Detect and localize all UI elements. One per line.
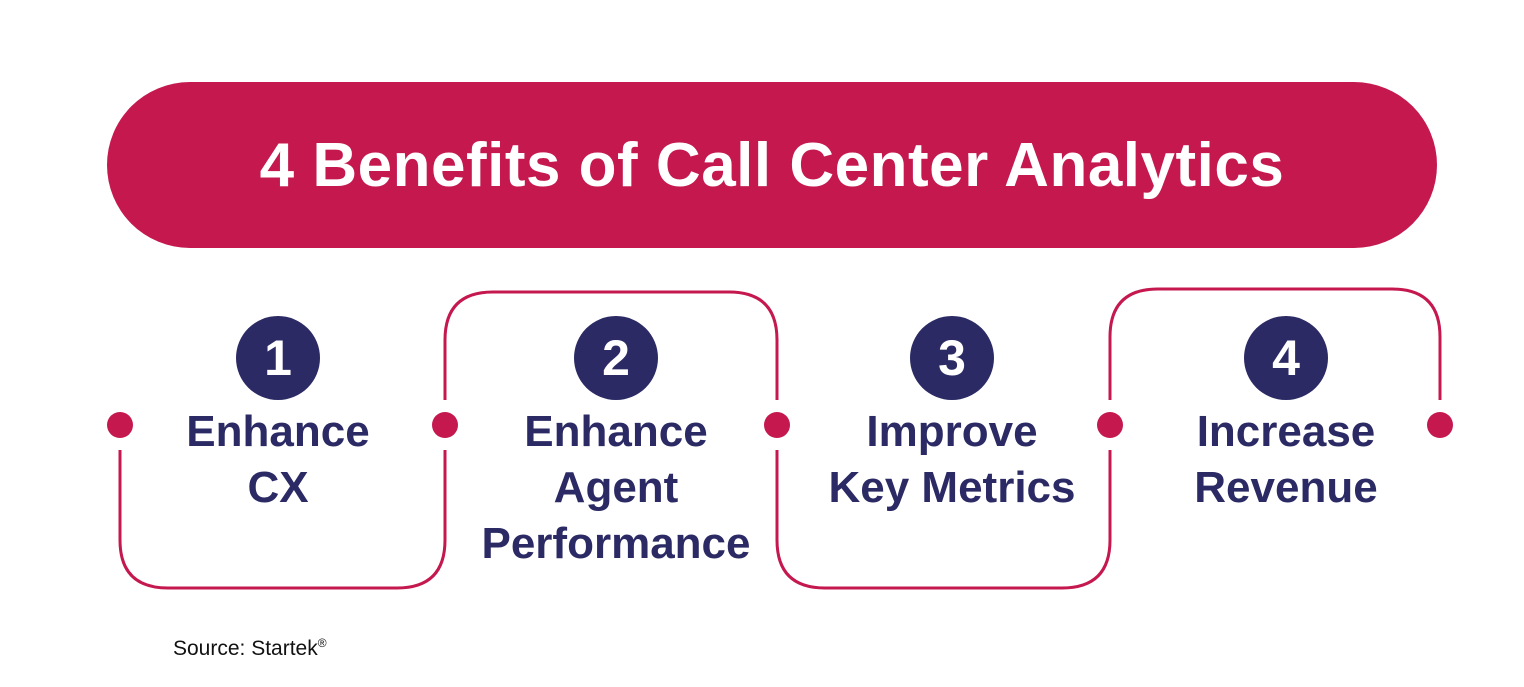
step-3: 3 Improve Key Metrics [802,316,1102,516]
connector-dot-1 [107,412,133,438]
connector-dot-3 [764,412,790,438]
step-2: 2 Enhance Agent Performance [466,316,766,572]
source-note: Source: Startek® [173,636,327,661]
step-1: 1 Enhance CX [128,316,428,516]
connector-dot-2 [432,412,458,438]
connector-segment-4 [1108,287,1442,400]
registered-mark: ® [317,636,327,650]
step-4-number-badge: 4 [1244,316,1328,400]
step-2-number-badge: 2 [574,316,658,400]
connector-segment-1 [118,450,447,590]
step-3-number-badge: 3 [910,316,994,400]
diagram-title: 4 Benefits of Call Center Analytics [259,130,1285,200]
source-text: Source: Startek [173,637,318,660]
connector-segment-3 [775,450,1112,590]
step-3-label: Improve Key Metrics [828,407,1076,512]
step-4: 4 Increase Revenue [1136,316,1436,516]
connector-dot-4 [1097,412,1123,438]
step-1-number-badge: 1 [236,316,320,400]
connector-dot-5 [1427,412,1453,438]
connector-segment-2 [443,290,779,400]
step-1-label: Enhance CX [186,407,370,512]
step-2-label: Enhance Agent Performance [481,407,751,568]
title-banner: 4 Benefits of Call Center Analytics [107,82,1437,248]
step-4-label: Increase Revenue [1194,407,1378,512]
